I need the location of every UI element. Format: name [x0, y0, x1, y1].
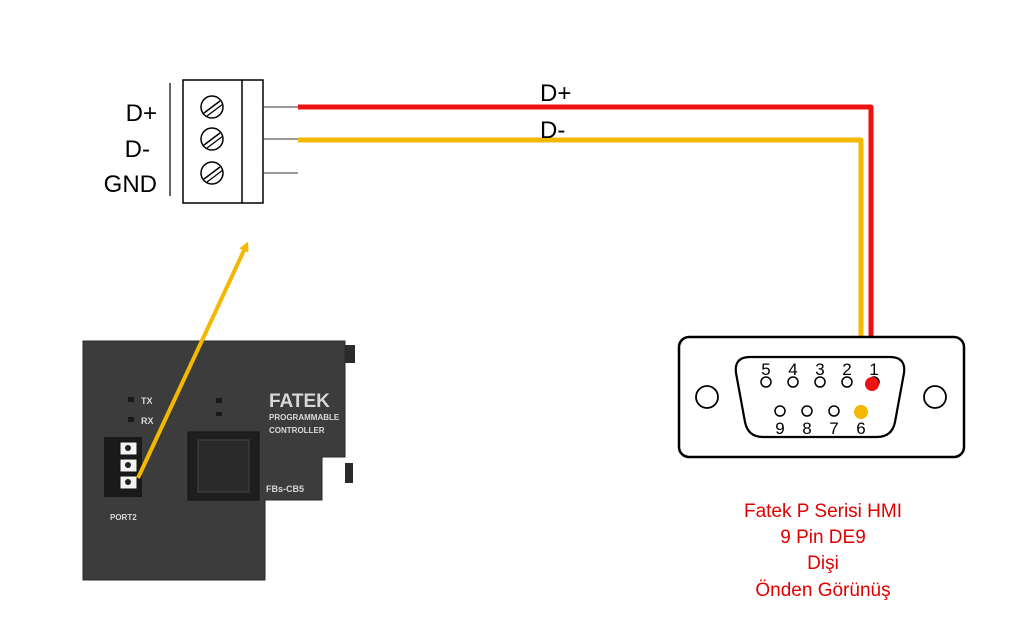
de9-connector: 5 4 3 2 1 9 8 7 6 — [677, 335, 966, 459]
module-model: FBs-CB5 — [266, 484, 304, 494]
de9-pin — [828, 405, 840, 417]
led-rx-label: RX — [141, 416, 154, 426]
wire-end-dot-dplus — [865, 377, 879, 391]
port2-label: PORT2 — [110, 513, 137, 522]
led-icon — [216, 412, 222, 416]
rj45-port-icon — [197, 439, 250, 493]
de9-mount-hole-right — [923, 385, 947, 409]
pin-number-5: 5 — [761, 360, 770, 379]
pin-number-6: 6 — [856, 419, 865, 438]
caption-line-3: Dişi — [807, 553, 839, 574]
pointer-arrow — [136, 241, 249, 479]
de9-mount-hole-left — [695, 385, 719, 409]
de9-pin — [760, 376, 772, 388]
pin-number-9: 9 — [775, 419, 784, 438]
port2-screw-icon — [125, 479, 131, 485]
screw-icon — [200, 161, 224, 185]
wire-label-dplus: D+ — [540, 80, 571, 107]
de9-pin — [787, 376, 799, 388]
caption-line-1: Fatek P Serisi HMI — [744, 501, 902, 522]
de9-pin — [801, 405, 813, 417]
caption-line-2: 9 Pin DE9 — [780, 527, 866, 548]
wire-dplus — [298, 104, 874, 382]
screw-icon — [200, 127, 224, 151]
screw-icon — [200, 95, 224, 119]
module-brand: FATEK — [269, 391, 330, 412]
terminal-block — [169, 79, 298, 204]
wire-end-dot-dminus — [854, 405, 868, 419]
pin-number-7: 7 — [829, 419, 838, 438]
pin-number-8: 8 — [802, 419, 811, 438]
pin-number-3: 3 — [815, 360, 824, 379]
led-rx-icon — [128, 417, 134, 422]
port2-screw-icon — [125, 445, 131, 451]
terminal-label-dminus: D- — [125, 136, 150, 163]
wire-dminus — [298, 137, 864, 412]
led-icon — [216, 398, 222, 403]
de9-pin — [841, 376, 853, 388]
pin-number-1: 1 — [869, 360, 878, 379]
terminal-label-gnd: GND — [104, 171, 157, 198]
plc-comm-module: TX RX FATEK PROGRAMMABLE CONTROLLER FBs-… — [82, 340, 355, 581]
de9-pin — [774, 405, 786, 417]
module-tab — [345, 463, 353, 483]
module-subtitle-1: PROGRAMMABLE — [269, 413, 340, 422]
module-tab — [345, 345, 355, 363]
pin-number-4: 4 — [788, 360, 797, 379]
pin-number-2: 2 — [842, 360, 851, 379]
caption-line-4: Önden Görünüş — [755, 580, 890, 601]
wire-label-dminus: D- — [540, 117, 565, 144]
port2-screw-icon — [125, 462, 131, 468]
led-tx-icon — [128, 397, 134, 402]
module-subtitle-2: CONTROLLER — [269, 426, 325, 435]
de9-pin — [814, 376, 826, 388]
terminal-label-dplus: D+ — [126, 100, 157, 127]
led-tx-label: TX — [141, 396, 153, 406]
